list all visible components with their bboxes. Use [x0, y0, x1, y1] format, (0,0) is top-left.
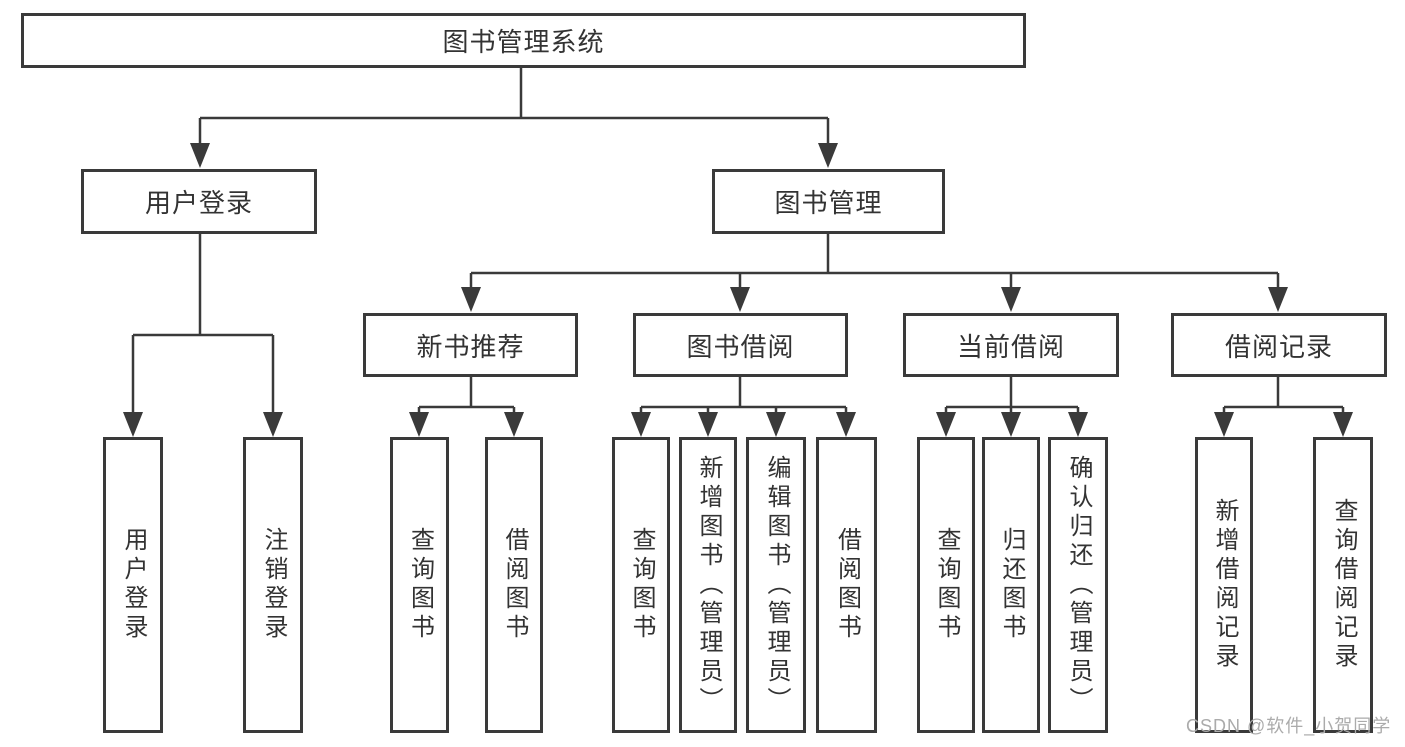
node-current-borrowing: 当前借阅 [903, 313, 1119, 377]
leaf-label: 新增图书（管理员） [695, 454, 722, 716]
node-label: 用户登录 [144, 188, 253, 218]
leaf-user-login: 用户登录 [103, 437, 163, 733]
leaf-label: 查询借阅记录 [1330, 498, 1357, 672]
node-label: 当前借阅 [956, 331, 1065, 362]
node-library-system: 图书管理系统 [21, 13, 1026, 68]
node-label: 图书借阅 [686, 331, 795, 362]
leaf-label: 新增借阅记录 [1211, 498, 1238, 672]
node-book-borrowing: 图书借阅 [633, 313, 848, 377]
leaf-query-books-borrowing: 查询图书 [612, 437, 670, 733]
leaf-query-borrow-record: 查询借阅记录 [1313, 437, 1373, 733]
node-label: 图书管理系统 [442, 27, 605, 57]
leaf-label: 注销登录 [260, 527, 287, 643]
csdn-watermark: CSDN @软件_小贺同学 [1186, 716, 1392, 736]
leaf-edit-books-admin: 编辑图书（管理员） [746, 437, 806, 733]
leaf-label: 借阅图书 [833, 527, 861, 643]
node-borrowing-records: 借阅记录 [1171, 313, 1387, 377]
leaf-confirm-return-admin: 确认归还（管理员） [1048, 437, 1108, 733]
arrowheads [123, 143, 1353, 437]
node-book-management: 图书管理 [712, 169, 945, 234]
node-label: 借阅记录 [1224, 331, 1333, 362]
leaf-borrow-books-recommend: 借阅图书 [485, 437, 543, 733]
leaf-label: 查询图书 [933, 527, 960, 643]
node-new-book-recommend: 新书推荐 [363, 313, 578, 377]
node-label: 新书推荐 [416, 331, 525, 362]
leaf-label: 编辑图书（管理员） [763, 454, 790, 716]
node-user-login: 用户登录 [81, 169, 317, 234]
leaf-label: 查询图书 [628, 527, 655, 643]
leaf-label: 用户登录 [120, 527, 147, 643]
leaf-label: 查询图书 [406, 527, 434, 643]
leaf-label: 归还图书 [998, 527, 1025, 643]
leaf-label: 确认归还（管理员） [1065, 454, 1092, 716]
leaf-return-books: 归还图书 [982, 437, 1040, 733]
leaf-add-books-admin: 新增图书（管理员） [679, 437, 737, 733]
leaf-logout: 注销登录 [243, 437, 303, 733]
leaf-query-books-current: 查询图书 [917, 437, 975, 733]
leaf-add-borrow-record: 新增借阅记录 [1195, 437, 1253, 733]
node-label: 图书管理 [774, 188, 883, 218]
leaf-query-books-recommend: 查询图书 [390, 437, 449, 733]
leaf-label: 借阅图书 [501, 527, 528, 643]
leaf-borrow-books-borrowing: 借阅图书 [816, 437, 877, 733]
tree-edges [131, 68, 1345, 414]
